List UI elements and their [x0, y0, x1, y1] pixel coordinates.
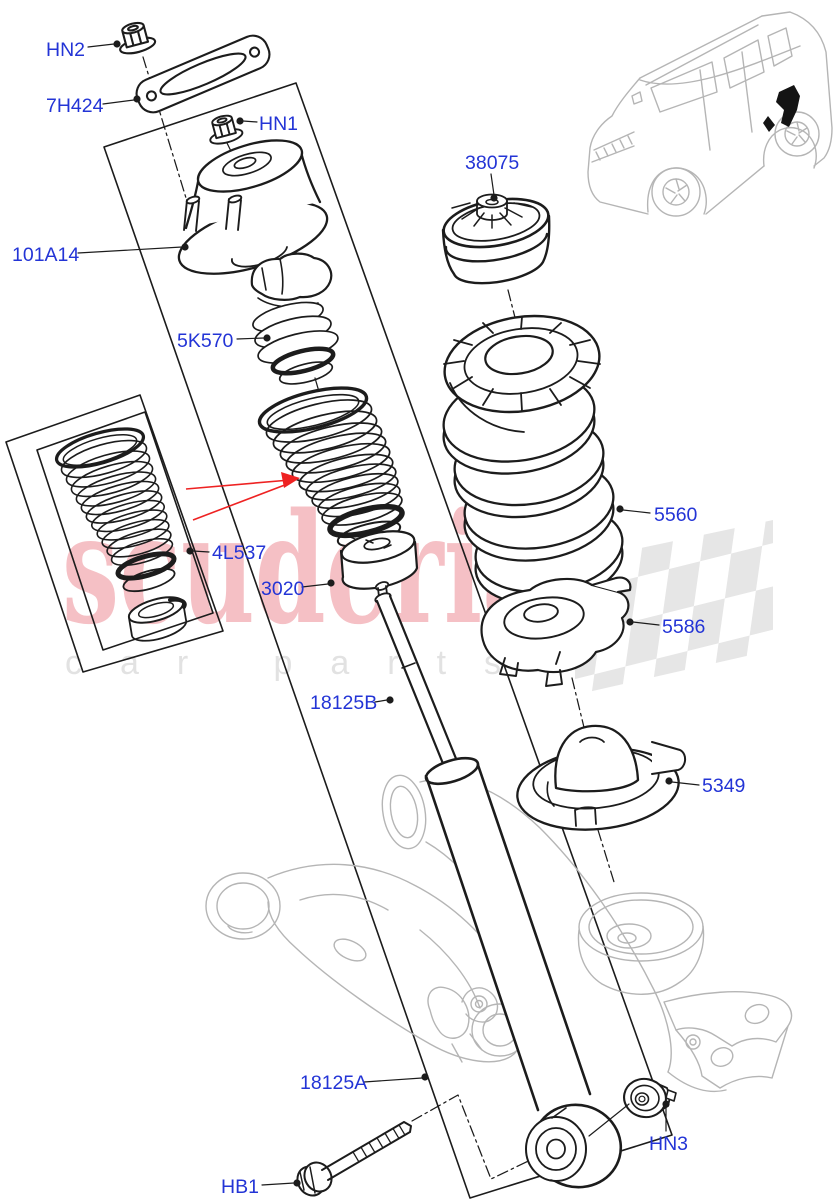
callout-5586[interactable]: 5586: [662, 616, 705, 638]
callout-38075[interactable]: 38075: [465, 152, 519, 174]
part-service-kit-boot-4l537: [54, 427, 188, 642]
service-kit-arrowhead: [281, 472, 300, 488]
part-nut-hn1: [209, 114, 244, 145]
callouts: HN2 7H424 HN1 101A14 5K570 38075 4L537 3…: [12, 39, 745, 1198]
callout-hb1[interactable]: HB1: [221, 1176, 259, 1198]
callout-5k570[interactable]: 5K570: [177, 330, 234, 352]
diagram-frames: [5, 82, 673, 1199]
part-nut-hn2: [119, 21, 157, 55]
part-upper-isolator-38075: [441, 193, 551, 285]
callout-hn2[interactable]: HN2: [46, 39, 85, 61]
callout-dots: [113, 40, 673, 1187]
callout-3020[interactable]: 3020: [261, 578, 305, 600]
part-lower-spring-seat-5586: [480, 576, 632, 687]
callout-101a14[interactable]: 101A14: [12, 244, 79, 266]
callout-5560[interactable]: 5560: [654, 504, 698, 526]
callout-hn1[interactable]: HN1: [259, 113, 298, 135]
bush-to-nut-axis-line: [588, 1103, 630, 1137]
callout-7h424[interactable]: 7H424: [46, 95, 104, 117]
callout-hn3[interactable]: HN3: [649, 1133, 688, 1155]
part-bump-stop-5k570: [250, 252, 339, 385]
service-kit-arrow: [185, 472, 300, 521]
part-lower-isolator-5349: [516, 724, 686, 831]
vehicle-locator-illustration: [587, 11, 833, 217]
callout-5349[interactable]: 5349: [702, 775, 745, 797]
service-kit-frame-outer: [5, 394, 224, 673]
callout-18125b[interactable]: 18125B: [310, 692, 377, 714]
callout-4l537[interactable]: 4L537: [212, 542, 266, 564]
callout-18125a[interactable]: 18125A: [300, 1072, 367, 1094]
part-seal-ring: [127, 596, 188, 642]
part-bolt-hb1: [296, 1121, 412, 1197]
part-top-mount-101a14: [177, 139, 329, 275]
service-kit-frame-inner: [36, 411, 214, 651]
highlighted-rear-suspension-location: [763, 85, 800, 132]
ghost-trailing-arm-right: [381, 774, 793, 1093]
watermark-tagline-text: car parts: [65, 644, 527, 682]
watermark-checkered-flag: [575, 520, 773, 695]
part-spring-top-seat: [443, 314, 601, 433]
part-washer-3020: [339, 530, 419, 590]
main-assembly-frame: [103, 82, 673, 1199]
callout-leader-lines: [77, 43, 700, 1186]
part-nut-hn3: [623, 1077, 677, 1119]
part-shock-absorber-18125b: [374, 581, 623, 1189]
